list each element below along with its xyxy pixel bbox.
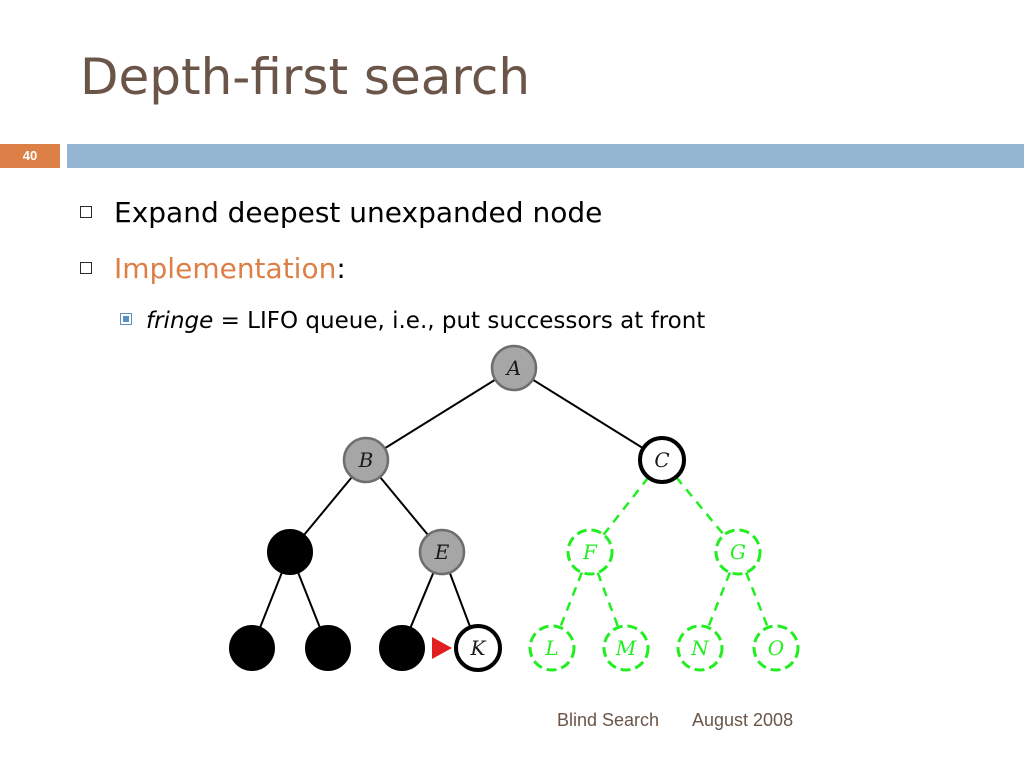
tree-node-I	[305, 625, 351, 671]
tree-edge-G-O	[744, 571, 770, 629]
tree-node-label-N: N	[690, 636, 710, 660]
tree-edge-B-D	[303, 476, 353, 536]
square-bullet-icon	[80, 206, 92, 218]
current-node-pointer-icon	[432, 637, 452, 659]
tree-node-label-O: O	[768, 636, 784, 660]
tree-node-label-E: E	[434, 540, 450, 564]
tree-node-H	[229, 625, 275, 671]
tree-node-N	[676, 624, 724, 672]
tree-edge-E-K	[448, 572, 472, 628]
bullet-text: Expand deepest unexpanded node	[114, 196, 603, 229]
tree-node-K	[454, 624, 502, 672]
tree-edge-A-B	[384, 378, 496, 450]
tree-node-label-G: G	[730, 540, 746, 564]
tree-node-label-A: A	[505, 356, 521, 380]
tree-node-label-B: B	[358, 448, 374, 472]
sub-bullet-term: fringe	[146, 308, 214, 334]
tree-edge-B-E	[379, 476, 429, 536]
tree-node-label-L: L	[544, 636, 558, 660]
tree-node-G	[714, 528, 762, 576]
tree-edge-C-F	[602, 476, 650, 536]
bullet-item: Implementation:	[80, 252, 346, 285]
tree-edge-C-G	[675, 476, 725, 536]
tree-node-C	[638, 436, 686, 484]
tree-edge-A-C	[532, 378, 644, 450]
sub-bullet-text: = LIFO queue, i.e., put successors at fr…	[213, 308, 706, 334]
tree-edge-G-N	[706, 571, 732, 629]
tree-edge-F-L	[558, 571, 584, 629]
tree-node-label-M: M	[615, 636, 637, 660]
tree-node-L	[528, 624, 576, 672]
filled-square-bullet-icon	[120, 313, 132, 325]
slide-number: 40	[0, 144, 60, 168]
tree-node-F	[566, 528, 614, 576]
tree-node-A	[490, 344, 538, 392]
square-bullet-icon	[80, 262, 92, 274]
sub-bullet-item: fringe = LIFO queue, i.e., put successor…	[120, 308, 705, 334]
footer-date: August 2008	[692, 710, 794, 730]
bullet-item: Expand deepest unexpanded node	[80, 196, 602, 229]
tree-node-E	[418, 528, 466, 576]
tree-node-J	[379, 625, 425, 671]
tree-node-B	[342, 436, 390, 484]
tree-node-label-C: C	[654, 448, 669, 472]
tree-edge-F-M	[596, 572, 620, 628]
footer-topic: Blind Search	[557, 710, 660, 730]
tree-node-label-K: K	[470, 636, 487, 660]
tree-node-D	[267, 529, 313, 575]
tree-node-label-F: F	[582, 540, 598, 564]
tree-edge-E-J	[409, 571, 435, 629]
tree-node-O	[752, 624, 800, 672]
tree-edge-D-H	[259, 572, 283, 628]
tree-node-M	[602, 624, 650, 672]
title-divider-bar	[67, 144, 1024, 168]
slide-title: Depth-first search	[80, 48, 531, 106]
tree-edge-D-I	[297, 572, 321, 628]
bullet-suffix: :	[336, 252, 346, 285]
bullet-highlight-text: Implementation	[114, 252, 337, 285]
